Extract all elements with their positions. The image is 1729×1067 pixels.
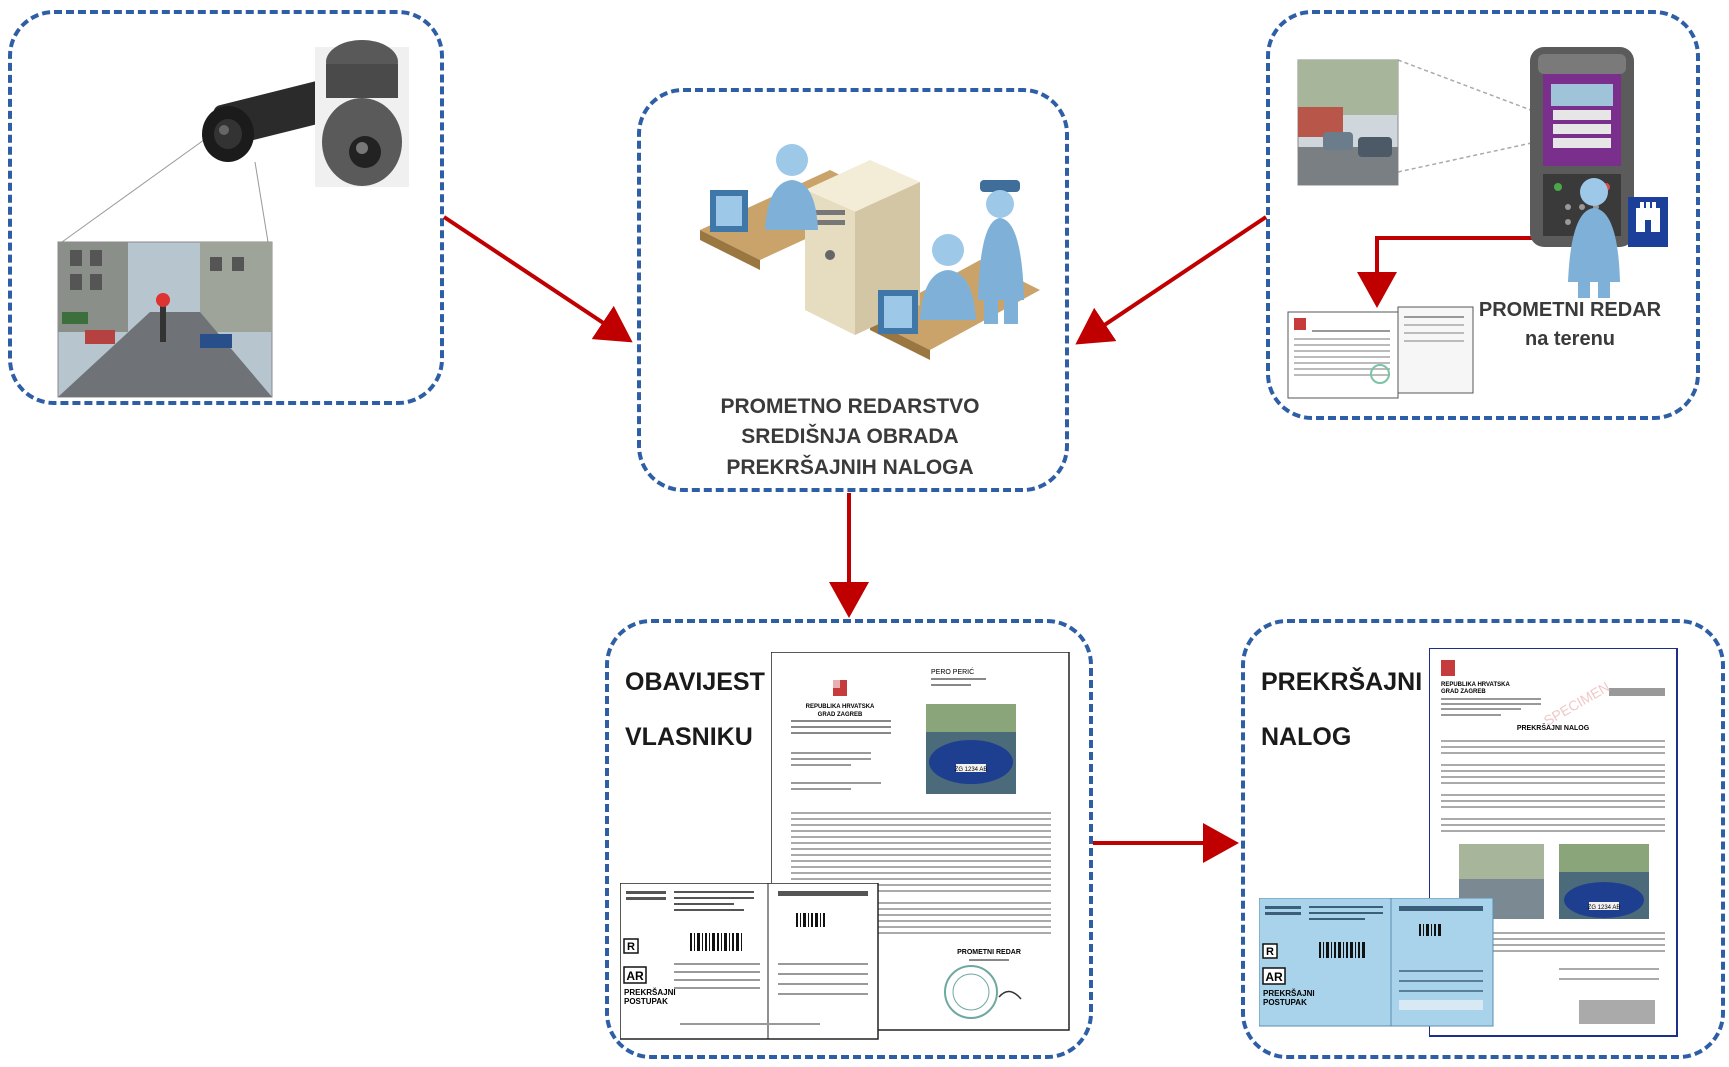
zagreb-coat-of-arms-icon bbox=[1628, 197, 1668, 247]
field-officer-title-line2: na terenu bbox=[1524, 328, 1616, 350]
fine-envelope-letter-r: R bbox=[1266, 946, 1274, 958]
ptz-camera-icon bbox=[315, 40, 409, 187]
notice-title-line2: VLASNIKU bbox=[625, 723, 753, 751]
central-title-line3: PREKRŠAJNIH NALOGA bbox=[726, 455, 974, 479]
traffic-officer-icon bbox=[978, 180, 1024, 324]
street-parking-photo bbox=[1297, 59, 1399, 186]
notice-addressee-name: PERO PERIĆ bbox=[931, 667, 974, 676]
croatian-coat-of-arms-icon bbox=[1441, 660, 1455, 676]
operator-icon bbox=[878, 234, 976, 334]
field-officer-title: PROMETNI REDAR na terenu bbox=[1440, 296, 1700, 354]
street-camera-photo bbox=[57, 241, 273, 398]
notice-envelope-letter-r: R bbox=[627, 941, 635, 953]
cctv-camera-icon bbox=[202, 79, 348, 162]
field-officer-illustration bbox=[1287, 47, 1668, 399]
handheld-terminal-icon bbox=[1530, 47, 1634, 247]
fine-title-line2: NALOG bbox=[1261, 723, 1352, 751]
fine-title: PREKRŠAJNI NALOG bbox=[1261, 655, 1423, 765]
notice-envelope-caption1: PREKRŠAJNI bbox=[624, 988, 676, 997]
arrow-officer-to-central bbox=[1075, 215, 1268, 345]
field-ticket-document bbox=[1287, 306, 1474, 399]
notice-envelope-letter-ar: AR bbox=[626, 969, 644, 983]
field-officer-title-line1: PROMETNI REDAR bbox=[1478, 299, 1662, 321]
notice-doc-header1: REPUBLIKA HRVATSKA bbox=[806, 704, 875, 710]
central-title-line2: SREDIŠNJA OBRADA bbox=[741, 425, 959, 449]
fine-envelope-caption1: PREKRŠAJNI bbox=[1263, 989, 1315, 998]
arrow-handheld-to-document bbox=[1357, 236, 1578, 308]
notice-doc-header2: GRAD ZAGREB bbox=[818, 712, 863, 718]
notice-title-line1: OBAVIJEST bbox=[625, 668, 765, 696]
operator-icon bbox=[710, 144, 818, 232]
notice-envelope-caption2: POSTUPAK bbox=[624, 997, 668, 1006]
fine-title-line1: PREKRŠAJNI bbox=[1261, 668, 1423, 696]
fine-doc-title: PREKRŠAJNI NALOG bbox=[1517, 723, 1590, 732]
central-title: PROMETNO REDARSTVO SREDIŠNJA OBRADA PREK… bbox=[660, 392, 1040, 483]
notice-signature-role: PROMETNI REDAR bbox=[957, 949, 1021, 956]
traffic-officer-icon bbox=[1568, 178, 1620, 298]
arrow-cameras-to-central bbox=[442, 215, 633, 343]
central-title-line1: PROMETNO REDARSTVO bbox=[720, 395, 980, 418]
central-office-illustration bbox=[700, 144, 1040, 360]
notice-title: OBAVIJEST VLASNIKU bbox=[625, 655, 785, 765]
official-stamp-icon bbox=[944, 965, 998, 1019]
fine-doc-header1: REPUBLIKA HRVATSKA bbox=[1441, 682, 1510, 688]
fine-plate: ZG 1234 AB bbox=[1588, 905, 1621, 911]
notice-envelope: R AR PREKRŠAJNI POSTUPAK bbox=[620, 883, 879, 1040]
fine-envelope-caption2: POSTUPAK bbox=[1263, 998, 1307, 1007]
fine-envelope: R AR PREKRŠAJNI POSTUPAK bbox=[1259, 898, 1494, 1027]
fine-envelope-letter-ar: AR bbox=[1265, 970, 1283, 984]
notice-plate: ZG 1234 AB bbox=[955, 767, 988, 773]
camera-scene bbox=[57, 40, 409, 398]
fine-doc-header2: GRAD ZAGREB bbox=[1441, 689, 1486, 695]
